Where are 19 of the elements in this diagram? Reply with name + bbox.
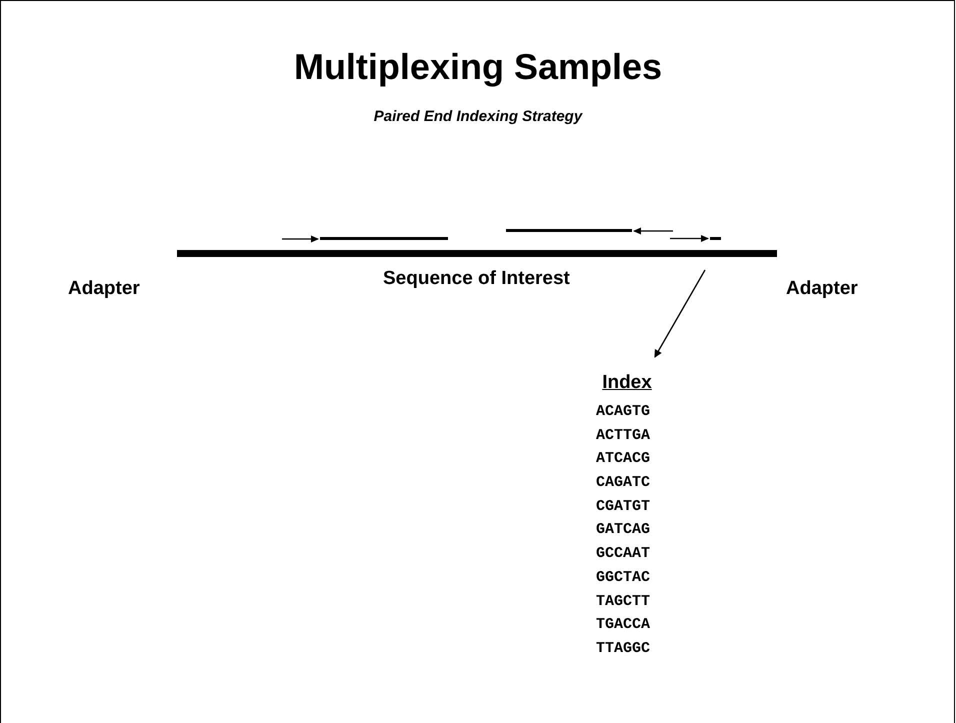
dna-strand <box>177 250 777 257</box>
leader-arrow <box>654 270 706 358</box>
adapter-label: Adapter <box>786 277 858 301</box>
index-sequence: ACAGTG <box>596 402 650 422</box>
index-sequence: GGCTAC <box>596 568 650 588</box>
index-sequence: GCCAAT <box>596 544 650 564</box>
index-sequence: TAGCTT <box>596 592 650 612</box>
index-sequence: CGATGT <box>596 496 650 517</box>
index-sequence: CAGATC <box>596 473 650 494</box>
title: Multiplexing Samples <box>292 45 664 89</box>
adapter-label: Adapter <box>68 277 140 301</box>
index-sequence: ACTTGA <box>596 426 650 446</box>
index-heading: Index <box>602 370 652 394</box>
index-sequence: TTAGGC <box>596 638 650 659</box>
index-sequence: GATCAG <box>596 520 650 540</box>
index-sequence: TGACCA <box>596 615 650 636</box>
region-label: Sequence of Interest <box>383 267 570 291</box>
index-sequence: ATCACG <box>596 449 650 470</box>
subtitle: Paired End Indexing Strategy <box>372 107 584 127</box>
